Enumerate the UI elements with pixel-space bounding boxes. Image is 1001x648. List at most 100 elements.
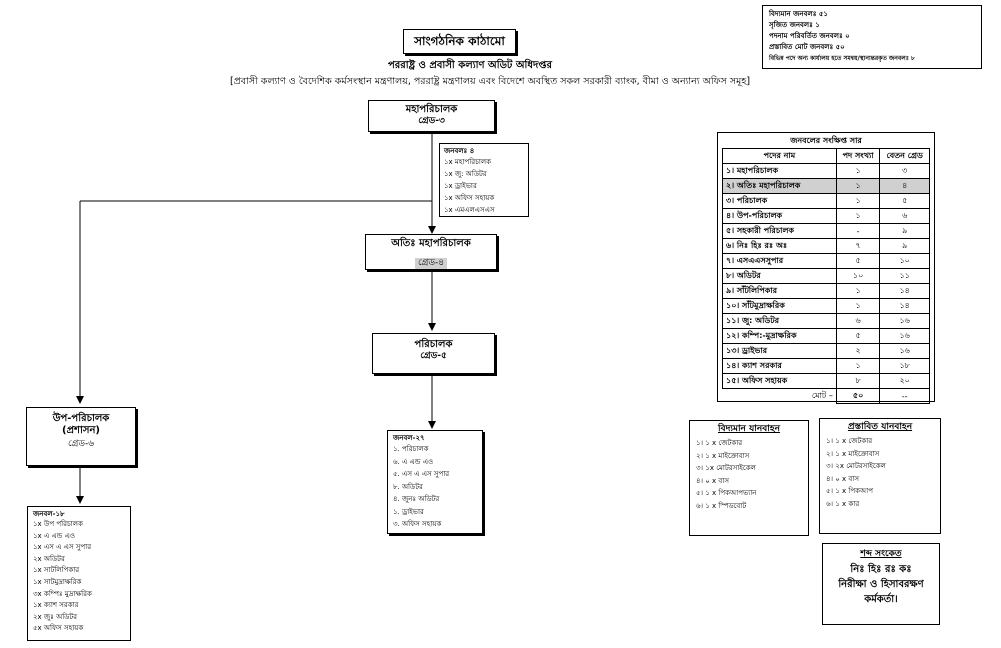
legend-box: বিদ্যমান জনবলঃ ৫১ সৃজিত জনবলঃ ১ পদনাম পর… [762,5,982,69]
vehicle-item: ৪। ০ x বাস [826,474,859,483]
summary-post-name: ১৩। ড্রাইভার [722,343,837,359]
page-subtitle: পররাষ্ট্র ও প্রবাসী কল্যাণ অডিট অধিদপ্তর [388,60,552,71]
dg-staff-box: জনবলঃ ৪ ১x মহাপরিচালক ১x জু: অডিটর ১x ড্… [439,143,529,217]
summary-pay-grade: ৪ [879,178,930,194]
abbrev-line: নিরীক্ষা ও হিসাবরক্ষণ [838,579,924,590]
vehicle-item: ৩। ২x মোটরসাইকেল [826,462,886,470]
deputy-grade: গ্রেড-৬ [67,439,95,449]
summary-post-name: ৩। পরিচালক [722,193,837,209]
vehicles-proposed-box: প্রস্তাবিত যানবাহন ১। ১ x জেটকার ২। ১ x … [819,418,941,534]
vehicle-item: ৬। ১ x স্পিডবোট [696,501,747,510]
summary-post-count: ৫ [835,328,881,344]
vehicle-item: ৫। ১ x পিকআপ [826,487,873,495]
summary-pay-grade: ৯ [879,238,930,254]
summary-post-name: ৯। সাঁটলিপিকার [722,283,837,299]
summary-post-count: ১ [835,163,881,179]
summary-post-count: - [835,223,881,239]
page-title: সাংগঠনিক কাঠামো [403,29,516,54]
vehicles-existing-box: বিদ্যমান যানবাহন ১। ১ x জেটকার ২। ১ x মা… [689,420,809,536]
staff-item: ৬. এ এন্ড এও [393,457,434,466]
legend-item: প্রস্তাবিত মোট জনবলঃ ৫০ [769,43,845,51]
staff-item: ৮. অডিটর [393,482,423,491]
vehicles-existing-title: বিদ্যমান যানবাহন [718,424,780,434]
summary-post-count: ৬ [835,313,881,329]
summary-total-grade: -- [879,388,930,404]
summary-pay-grade: ৩ [879,163,930,179]
summary-box: জনবলের সংক্ষিপ্ত সার পদের নাম পদ সংখ্যা … [717,132,935,404]
summary-pay-grade: ১৪ [879,283,930,299]
summary-table: পদের নাম পদ সংখ্যা বেতন গ্রেড ১। মহাপরিচ… [722,148,930,404]
staff-item: ১x এস এ এস সুপার [33,543,92,552]
summary-post-count: ১ [835,358,881,374]
summary-pay-grade: ১৬ [879,343,930,359]
abbrev-box: শব্দ সংকেত নিঃ হিঃ রঃ কঃ নিরীক্ষা ও হিসা… [822,543,940,625]
staff-item: ১x এমএলএসএস [444,206,495,214]
summary-post-name: ১১। জু: অডিটর [722,313,837,329]
dg-grade: গ্রেড-৩ [418,116,445,126]
deputy-title: উপ-পরিচালক [52,413,110,424]
summary-post-name: ৮। অডিটর [722,268,837,284]
adg-grade: গ্রেড-৪ [414,258,448,269]
vehicle-item: ৬। ১ x কার [826,499,860,508]
summary-post-name: ১২। কম্পি:-মুদ্রাক্ষরিক [722,328,837,344]
summary-post-count: ৮ [835,373,881,389]
vehicle-item: ২। ১ x মাইক্রোবাস [696,451,750,460]
summary-header-cell: পদের নাম [722,148,837,164]
summary-post-count: ১ [835,208,881,224]
summary-pay-grade: ১০ [879,253,930,269]
director-staff-box: জনবল-২৭ ১. পরিচালক ৬. এ এন্ড এও ৫. এস এ … [387,430,483,534]
vehicle-item: ৩। ১x মোটরসাইকেল [696,464,756,472]
staff-item: ১x সাটমুদ্রাক্ষরিক [33,577,82,586]
vehicle-item: ১। ১ x জেটকার [826,437,873,445]
staff-item: ১x ক্যাশ সরকার [33,601,79,610]
summary-post-count: ১ [835,298,881,314]
staff-item: ১x এ এন্ড এও [33,531,76,540]
staff-item: ৫. এস এ এস সুপার [393,470,450,478]
vehicle-item: ৪। ০ x বাস [696,476,729,485]
dg-node: মহাপরিচালক গ্রেড-৩ [368,100,495,132]
summary-post-count: ১ [835,283,881,299]
page-scope: [প্রবাসী কল্যাণ ও বৈদেশিক কর্মসংস্থান মন… [229,76,751,87]
summary-post-count: ৫ [835,253,881,269]
summary-total-count: ৫০ [835,388,881,404]
summary-header-row: পদের নাম পদ সংখ্যা বেতন গ্রেড [722,148,930,164]
staff-item: ১x অফিস সহায়ক [444,194,495,202]
staff-item: ২x অডিটর [33,554,65,563]
staff-item: ১x মহাপরিচালক [444,158,492,166]
legend-item: সৃজিত জনবলঃ ১ [769,21,820,29]
summary-post-name: ৬। নিঃ হিঃ রঃ অঃ [722,238,837,254]
legend-item: পদনাম পরিবর্তিত জনবলঃ ০ [769,32,850,40]
vehicle-item: ৫। ১ x পিকআপভ্যান [696,489,757,497]
staff-item: ৪. জুনঃ অডিটর [393,495,440,503]
summary-row: ৫। সহকারী পরিচালক-৯ [722,223,930,239]
staff-item: ৩x কম্পিঃ মুদ্রাক্ষরিক [33,589,92,598]
summary-total-label: মোট – [811,390,833,400]
summary-post-count: ১ [835,178,881,194]
vehicle-item: ১। ১ x জেটকার [696,439,743,447]
summary-pay-grade: ৯ [879,223,930,239]
abbrev-line: নিঃ হিঃ রঃ কঃ [850,564,912,575]
summary-pay-grade: ১৪ [879,298,930,314]
deputy-node: উপ-পরিচালক (প্রশাসন) গ্রেড-৬ [26,407,136,466]
legend-item: বিভিন্ন পদে অন্য কার্যালয় হতে সমন্বয়/স… [769,55,915,62]
deputy-staff-header: জনবল-১৮ [33,510,65,518]
staff-item: ১x সাটলিপিকার [33,566,80,575]
summary-pay-grade: ২০ [879,373,930,389]
abbrev-title: শব্দ সংকেত [860,549,902,559]
director-title: পরিচালক [414,339,453,350]
summary-post-name: ৭। এসএএসসুপার [722,253,837,269]
summary-pay-grade: ৬ [879,208,930,224]
